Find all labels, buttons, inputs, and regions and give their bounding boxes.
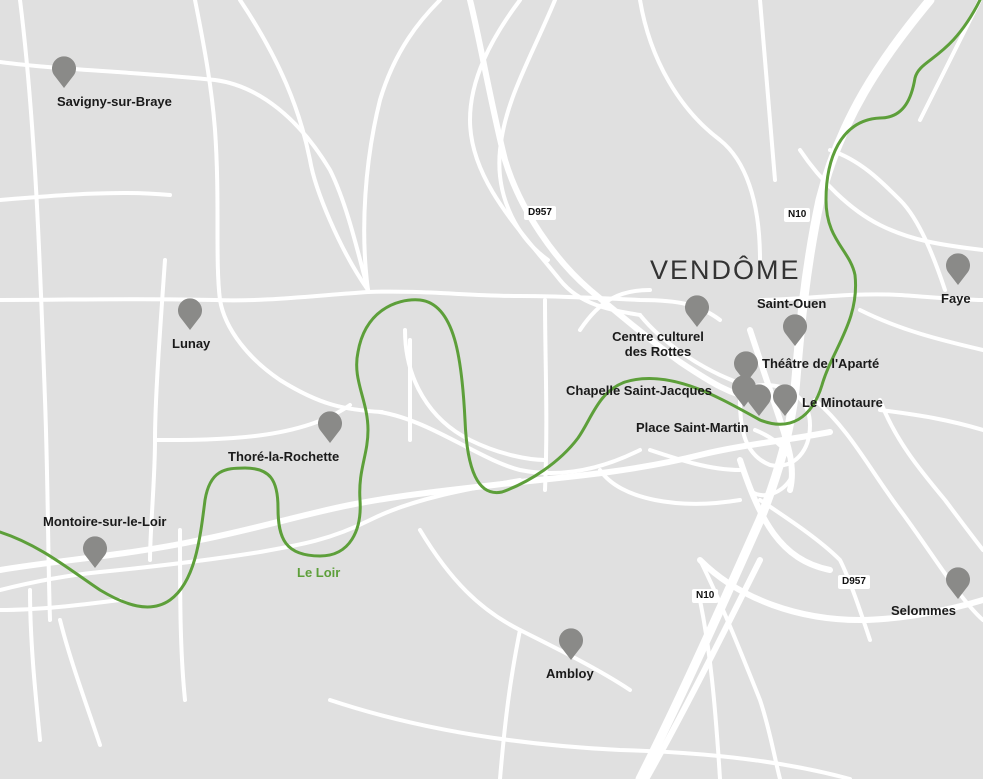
location-pin-icon[interactable] [177,297,203,331]
location-pin-icon[interactable] [772,383,798,417]
place-label-saint-ouen[interactable]: Saint-Ouen [757,296,827,311]
city-name: VENDÔME [650,255,801,285]
location-pin-icon[interactable] [558,627,584,661]
location-pin-icon[interactable] [684,294,710,328]
place-label-lunay[interactable]: Lunay [172,336,211,351]
river-le-loir [0,0,982,609]
place-label-rottes[interactable]: Centre culturel des Rottes [605,329,711,359]
road-badge-n10-north: N10 [784,208,811,222]
location-pin-icon[interactable] [82,535,108,569]
location-pin-icon[interactable] [945,566,971,600]
place-label-ambloy[interactable]: Ambloy [546,666,594,681]
location-pin-icon[interactable] [746,383,772,417]
location-pin-icon[interactable] [782,313,808,347]
location-pin-icon[interactable] [945,252,971,286]
place-label-montoire[interactable]: Montoire-sur-le-Loir [43,514,167,529]
location-pin-icon[interactable] [733,350,759,384]
location-pin-icon[interactable] [51,55,77,89]
road-badge-d957-south: D957 [838,575,870,589]
place-label-chapelle[interactable]: Chapelle Saint-Jacques [566,383,712,398]
place-label-minotaure[interactable]: Le Minotaure [802,395,883,410]
place-label-thore[interactable]: Thoré-la-Rochette [228,449,340,464]
place-label-rottes-line2: des Rottes [624,344,692,359]
river-label: Le Loir [297,565,341,580]
place-label-faye[interactable]: Faye [941,291,971,306]
place-label-aparte[interactable]: Théâtre de l'Aparté [762,356,880,371]
place-label-rottes-line1: Centre culturel [612,329,704,344]
road-badge-n10-south: N10 [692,589,719,603]
place-label-selommes[interactable]: Selommes [891,603,957,618]
place-label-place-saint-martin[interactable]: Place Saint-Martin [636,420,749,435]
location-pin-icon[interactable] [317,410,343,444]
place-label-savigny[interactable]: Savigny-sur-Braye [57,94,172,109]
road-badge-d957-north: D957 [524,206,556,220]
